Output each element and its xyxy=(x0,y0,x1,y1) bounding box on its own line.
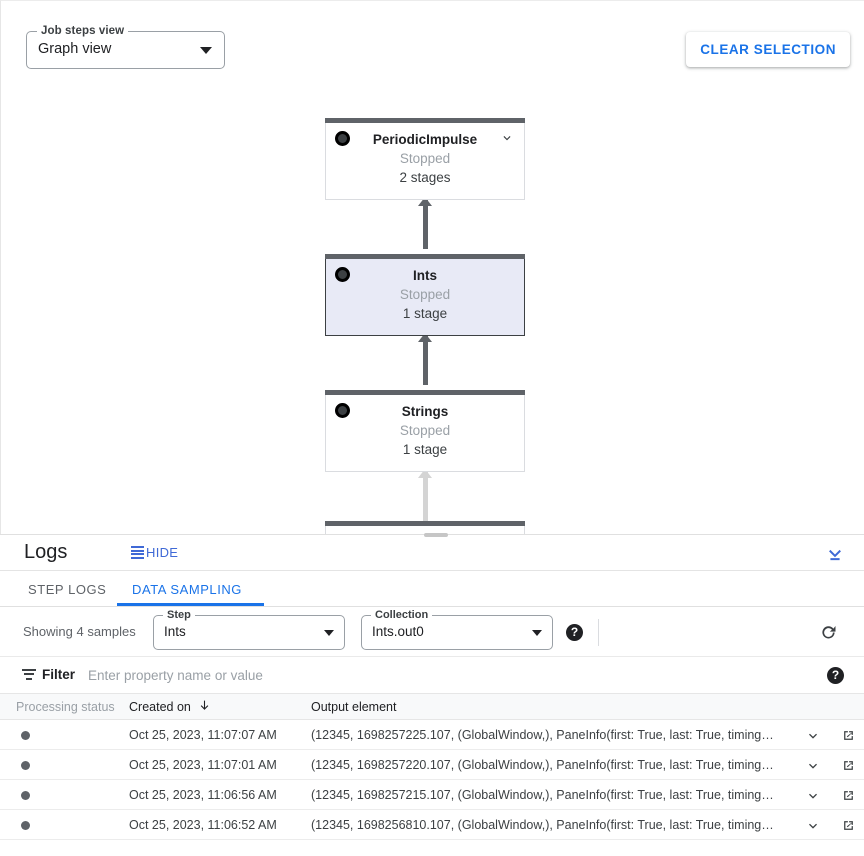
chevron-down-icon[interactable] xyxy=(805,818,821,834)
job-steps-view-label: Job steps view xyxy=(37,24,129,38)
stopped-circle-icon xyxy=(335,131,350,146)
edge-periodicimpulse-to-ints xyxy=(422,197,428,249)
logs-panel: Logs HIDE STEP LOGS DATA SAMPLING Showin… xyxy=(0,533,864,856)
help-circle-icon[interactable]: ? xyxy=(827,667,844,684)
node-status-bar xyxy=(325,118,525,123)
node-status: Stopped xyxy=(399,151,451,166)
logs-title: Logs xyxy=(24,541,68,563)
chevron-down-icon[interactable] xyxy=(500,131,514,145)
active-tab-indicator xyxy=(117,603,264,606)
cell-output-element: (12345, 1698256810.107, (GlobalWindow,),… xyxy=(311,818,774,832)
node-status: Stopped xyxy=(399,423,451,438)
edge-arrow-icon xyxy=(418,469,432,478)
filter-label: Filter xyxy=(42,667,76,682)
samples-table: Processing status Created on Output elem… xyxy=(0,694,864,840)
graph-node-ints[interactable]: Ints Stopped 1 stage xyxy=(325,254,525,336)
table-row[interactable]: Oct 25, 2023, 11:06:52 AM (12345, 169825… xyxy=(0,810,864,840)
column-header-output-element[interactable]: Output element xyxy=(311,700,397,714)
help-circle-icon[interactable]: ? xyxy=(566,624,583,641)
tab-step-logs[interactable]: STEP LOGS xyxy=(22,571,112,607)
cell-created-on: Oct 25, 2023, 11:07:07 AM xyxy=(129,728,277,742)
list-lines-icon xyxy=(131,546,144,559)
caret-down-icon xyxy=(200,47,212,54)
filter-icon xyxy=(22,669,36,682)
status-dot-icon xyxy=(21,761,30,770)
node-status-bar xyxy=(325,521,525,526)
open-in-new-icon[interactable] xyxy=(841,758,856,773)
hide-logs-button[interactable]: HIDE xyxy=(125,544,184,561)
status-dot-icon xyxy=(21,731,30,740)
graph-node-next-partial[interactable] xyxy=(325,521,525,534)
sampling-controls: Showing 4 samples Step Ints Collection I… xyxy=(0,607,864,657)
caret-down-icon xyxy=(532,630,542,636)
job-graph-pane: Job steps view Graph view CLEAR SELECTIO… xyxy=(0,0,864,534)
stopped-circle-icon xyxy=(335,403,350,418)
table-row[interactable]: Oct 25, 2023, 11:07:07 AM (12345, 169825… xyxy=(0,720,864,750)
edge-arrow-icon xyxy=(418,333,432,342)
column-header-created-on[interactable]: Created on xyxy=(129,700,191,714)
graph-node-strings[interactable]: Strings Stopped 1 stage xyxy=(325,390,525,472)
table-row[interactable]: Oct 25, 2023, 11:06:56 AM (12345, 169825… xyxy=(0,780,864,810)
cell-output-element: (12345, 1698257215.107, (GlobalWindow,),… xyxy=(311,788,774,802)
chevron-down-icon[interactable] xyxy=(805,758,821,774)
cell-output-element: (12345, 1698257220.107, (GlobalWindow,),… xyxy=(311,758,774,772)
job-steps-view-select[interactable]: Job steps view Graph view xyxy=(26,24,225,69)
filter-input[interactable] xyxy=(86,664,786,686)
arrow-down-icon[interactable] xyxy=(198,698,211,713)
node-status-bar xyxy=(325,254,525,259)
refresh-icon[interactable] xyxy=(818,622,839,643)
cell-output-element: (12345, 1698257225.107, (GlobalWindow,),… xyxy=(311,728,774,742)
node-title: PeriodicImpulse xyxy=(372,132,478,147)
edge-arrow-icon xyxy=(418,197,432,206)
stopped-circle-icon xyxy=(335,267,350,282)
node-status-bar xyxy=(325,390,525,395)
controls-divider xyxy=(598,619,599,646)
tab-data-sampling[interactable]: DATA SAMPLING xyxy=(126,571,248,607)
collection-select-value: Ints.out0 xyxy=(372,624,424,639)
step-select[interactable]: Step Ints xyxy=(153,609,345,650)
caret-down-icon xyxy=(324,630,334,636)
node-stages: 2 stages xyxy=(399,170,451,185)
edge-strings-to-next xyxy=(422,469,428,523)
table-header-row: Processing status Created on Output elem… xyxy=(0,694,864,720)
cell-created-on: Oct 25, 2023, 11:06:52 AM xyxy=(129,818,277,832)
panel-resize-handle[interactable] xyxy=(424,533,448,537)
node-stages: 1 stage xyxy=(402,442,448,457)
step-select-label: Step xyxy=(163,609,195,622)
clear-selection-button[interactable]: CLEAR SELECTION xyxy=(686,32,850,67)
graph-node-periodicimpulse[interactable]: PeriodicImpulse Stopped 2 stages xyxy=(325,118,525,200)
status-dot-icon xyxy=(21,791,30,800)
node-status: Stopped xyxy=(399,287,451,302)
open-in-new-icon[interactable] xyxy=(841,788,856,803)
open-in-new-icon[interactable] xyxy=(841,818,856,833)
collapse-all-icon[interactable] xyxy=(824,543,846,565)
node-title: Strings xyxy=(401,404,449,419)
chevron-down-icon[interactable] xyxy=(805,788,821,804)
logs-header: Logs HIDE xyxy=(0,535,864,571)
step-select-value: Ints xyxy=(164,624,186,639)
cell-created-on: Oct 25, 2023, 11:07:01 AM xyxy=(129,758,277,772)
open-in-new-icon[interactable] xyxy=(841,728,856,743)
cell-created-on: Oct 25, 2023, 11:06:56 AM xyxy=(129,788,277,802)
collection-select-label: Collection xyxy=(371,609,433,622)
job-steps-view-value: Graph view xyxy=(38,41,112,57)
collection-select[interactable]: Collection Ints.out0 xyxy=(361,609,553,650)
status-dot-icon xyxy=(21,821,30,830)
node-title: Ints xyxy=(412,268,437,283)
filter-row: Filter ? xyxy=(0,657,864,694)
table-row[interactable]: Oct 25, 2023, 11:07:01 AM (12345, 169825… xyxy=(0,750,864,780)
chevron-down-icon[interactable] xyxy=(805,728,821,744)
logs-tabs: STEP LOGS DATA SAMPLING xyxy=(0,571,864,607)
node-stages: 1 stage xyxy=(402,306,448,321)
showing-samples-text: Showing 4 samples xyxy=(23,624,136,639)
edge-ints-to-strings xyxy=(422,333,428,385)
hide-logs-label: HIDE xyxy=(146,545,179,560)
column-header-processing-status[interactable]: Processing status xyxy=(16,700,115,714)
